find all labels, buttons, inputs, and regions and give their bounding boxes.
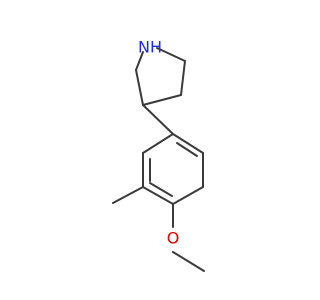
molecule-structure: NH O xyxy=(112,38,205,272)
aromatic-bond-inner-top-right xyxy=(176,142,198,157)
bond-c5-n xyxy=(135,51,144,71)
bond-n-c2 xyxy=(156,47,186,62)
oxygen-label: O xyxy=(167,229,180,248)
oxygen-methyl-bond xyxy=(172,251,205,272)
bond-ar3-ar4 xyxy=(172,186,204,205)
pyrrolidine-ring xyxy=(135,47,186,106)
benzene-ring xyxy=(142,133,204,205)
bond-ar1-ar2 xyxy=(172,133,204,154)
aromatic-bond-inner-bottom xyxy=(149,182,173,197)
methyl-bond xyxy=(112,186,144,204)
substituents xyxy=(112,186,205,272)
bond-c2-c3 xyxy=(180,60,186,96)
bond-c4-c5 xyxy=(135,69,144,106)
nitrogen-label: NH xyxy=(138,38,162,57)
bond-c3-c4 xyxy=(142,94,182,106)
bond-ar4-ar5 xyxy=(142,186,174,205)
connection-bond xyxy=(142,104,174,135)
molecule-canvas: NH O xyxy=(112,38,205,272)
bond-ar6-ar1 xyxy=(142,133,174,154)
bond-ring-to-aryl xyxy=(142,104,174,135)
